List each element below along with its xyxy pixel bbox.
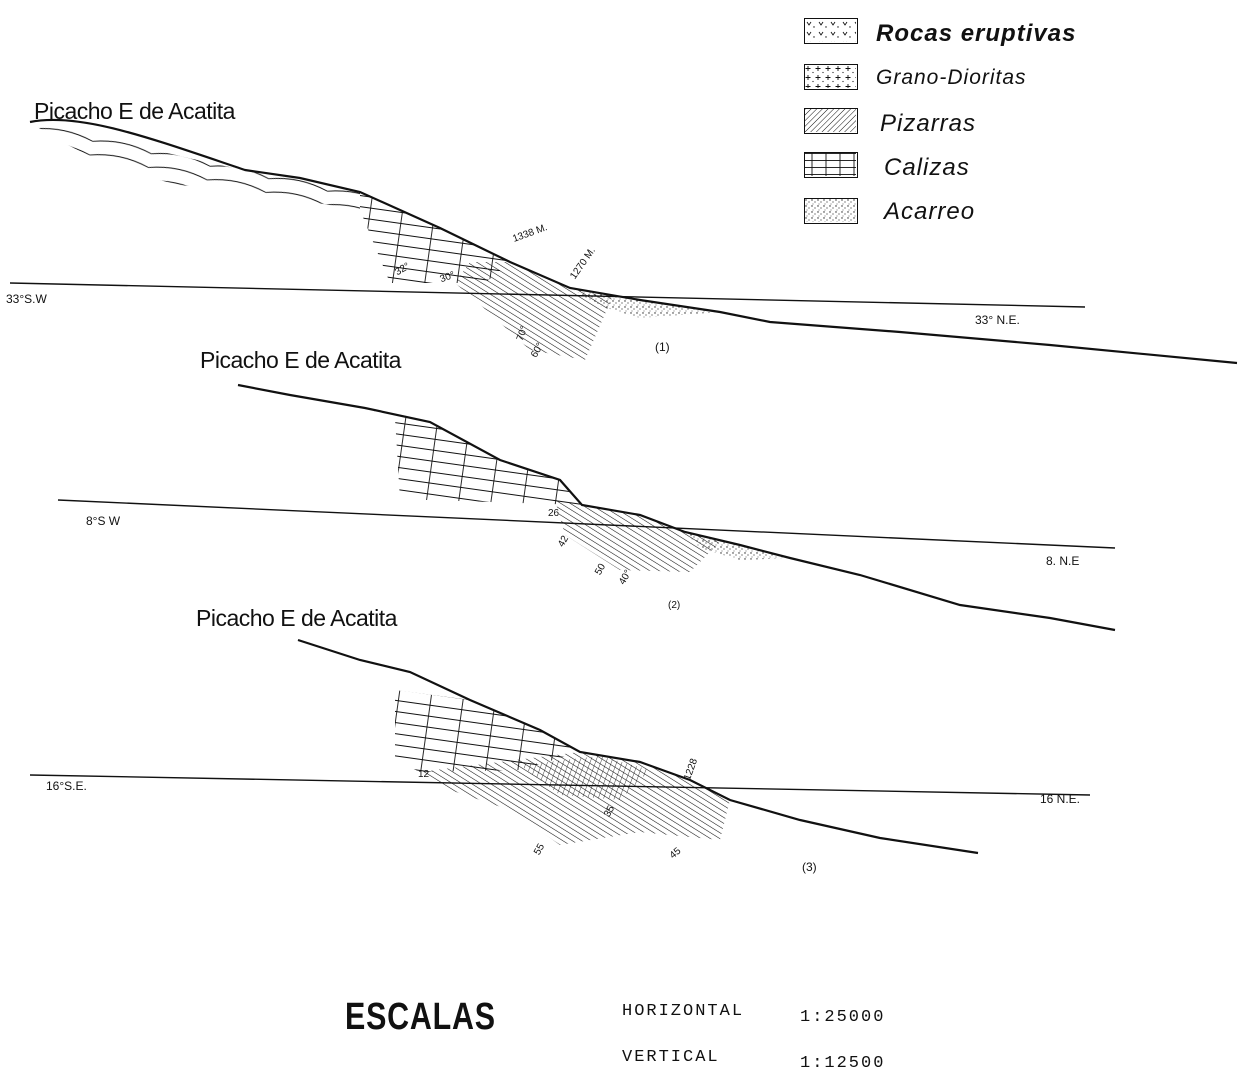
section-2-limestone xyxy=(365,408,582,505)
section-3-title: Picacho E de Acatita xyxy=(196,605,397,631)
section-3-slate xyxy=(420,752,730,845)
section-1-title: Picacho E de Acatita xyxy=(34,98,235,124)
section-2 xyxy=(57,383,1116,632)
section-3-slate-overlay xyxy=(520,756,650,800)
section-1-datum xyxy=(9,282,1086,308)
section-2-dip-1: 26 xyxy=(548,508,560,519)
legend-swatch-limestone xyxy=(804,152,858,178)
legend-label-limestone: Calizas xyxy=(884,154,970,181)
section-2-profile xyxy=(237,383,1116,632)
section-1-upper-bedding xyxy=(30,122,360,210)
section-3-profile xyxy=(297,638,979,855)
section-2-right-direction: 8. N.E xyxy=(1046,554,1080,568)
section-3-limestone xyxy=(395,690,580,772)
section-3-left-direction: 16°S.E. xyxy=(46,779,87,793)
section-3 xyxy=(29,638,1091,855)
section-1-left-direction: 33°S.W xyxy=(6,292,47,306)
scales-title: ESCALAS xyxy=(345,996,496,1038)
section-2-left-direction: 8°S W xyxy=(86,514,121,528)
scales-vertical-label: VERTICAL xyxy=(622,1048,720,1067)
section-3-datum xyxy=(29,774,1091,796)
legend-label-slate: Pizarras xyxy=(880,110,977,137)
section-1-slate xyxy=(455,262,612,360)
section-3-dip-1: 12 xyxy=(418,769,430,780)
section-2-slate xyxy=(555,500,720,572)
section-1-profile xyxy=(29,118,1238,365)
section-2-datum xyxy=(57,499,1116,549)
legend-swatch-slate xyxy=(804,108,858,134)
legend-label-granodiorite: Grano-Dioritas xyxy=(876,66,1027,89)
scales-vertical-value: 1:12500 xyxy=(800,1054,886,1073)
section-3-right-direction: 16 N.E. xyxy=(1040,792,1081,806)
legend-swatch-alluvium xyxy=(804,198,858,224)
scales-horizontal-value: 1:25000 xyxy=(800,1008,886,1027)
legend-swatch-granodiorite xyxy=(804,64,858,90)
section-2-title: Picacho E de Acatita xyxy=(200,347,401,373)
legend-swatch-eruptive xyxy=(804,18,858,44)
section-1-right-direction: 33° N.E. xyxy=(975,313,1020,327)
section-3-number: (3) xyxy=(802,860,817,874)
legend-label-eruptive: Rocas eruptivas xyxy=(876,20,1077,47)
scales-horizontal-label: HORIZONTAL xyxy=(622,1002,745,1021)
section-1-limestone xyxy=(360,192,510,283)
section-1 xyxy=(9,118,1238,365)
legend-label-alluvium: Acarreo xyxy=(884,198,976,225)
section-2-number: (2) xyxy=(668,600,681,611)
section-1-number: (1) xyxy=(655,340,670,354)
